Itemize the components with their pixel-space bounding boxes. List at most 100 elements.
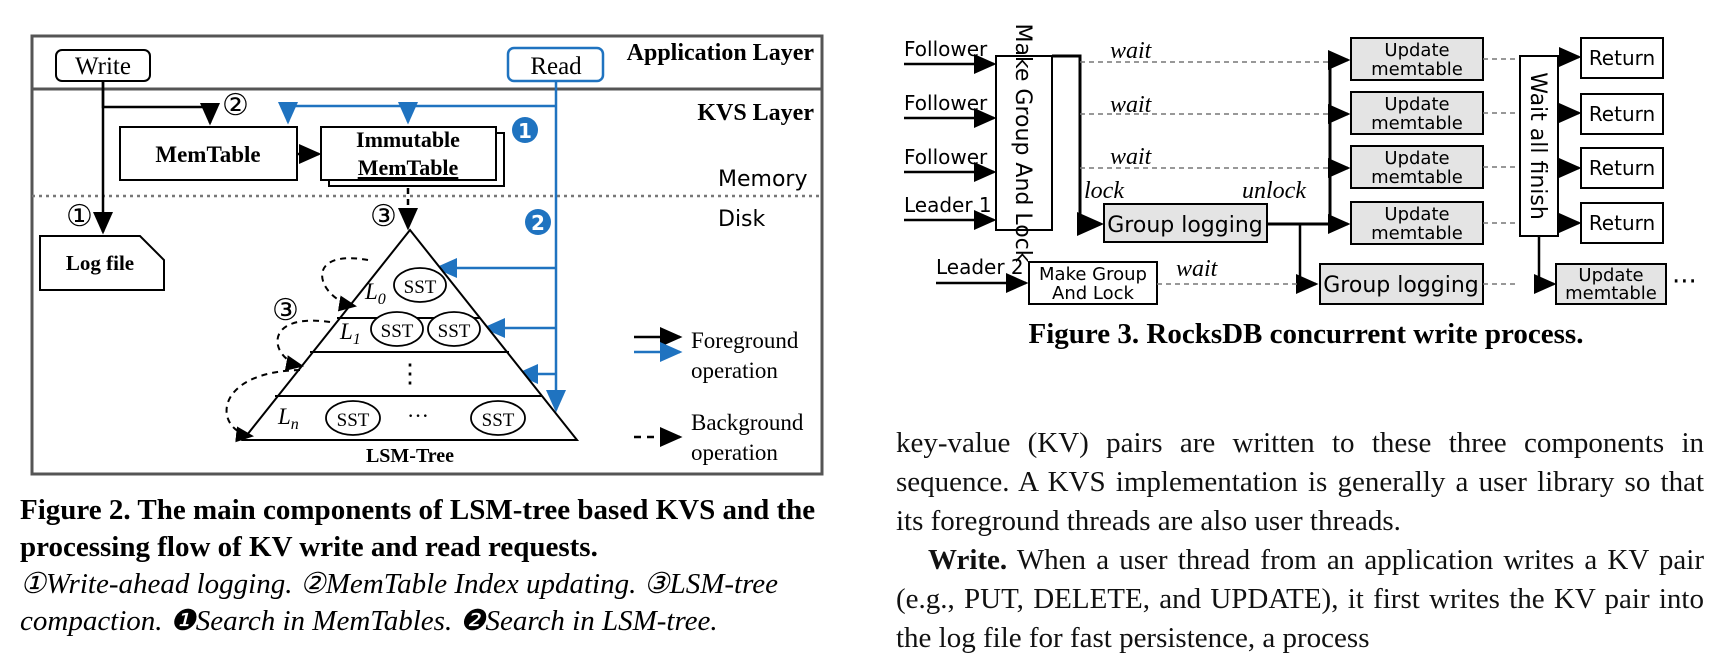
update-column: Update memtable Update memtable Update m… <box>1350 37 1484 245</box>
immutable-memtable-box <box>320 126 497 181</box>
sst-l1-b-label: SST <box>438 321 471 342</box>
figure-2-diagram: Application Layer KVS Layer Memory Disk … <box>30 34 824 476</box>
write-heading: Write. <box>928 544 1008 576</box>
wait-label-3: wait <box>1110 144 1153 170</box>
compaction-arrow-0 <box>321 257 369 312</box>
figure-2-caption-title: Figure 2. The main components of LSM-tre… <box>20 494 816 563</box>
marker-3-top: ③ <box>370 200 397 233</box>
unlock-label: unlock <box>1242 178 1306 204</box>
follower-label-1: Follower <box>904 37 988 61</box>
to-group-logging-2 <box>1296 224 1319 294</box>
figure-3-caption: Figure 3. RocksDB concurrent write proce… <box>1028 318 1584 350</box>
marker-b2 <box>525 209 551 235</box>
sst-ln-a <box>325 400 381 436</box>
legend-bg-label-2: operation <box>691 440 778 465</box>
leader1-label: Leader 1 <box>904 193 992 217</box>
kvs-layer-box <box>30 87 824 476</box>
update-box-3 <box>1350 145 1484 189</box>
write-label: Write <box>75 53 131 80</box>
marker-2-top: ② <box>222 89 249 122</box>
level-n-label: Ln <box>277 404 299 433</box>
update-box-2 <box>1350 91 1484 135</box>
continuation-ellipsis: ··· <box>1672 267 1697 297</box>
wait-to-update5-arrow <box>1534 236 1557 294</box>
sst-ln-a-label: SST <box>337 410 370 431</box>
body-text: key-value (KV) pairs are written to thes… <box>896 424 1704 658</box>
disk-label: Disk <box>718 207 766 232</box>
application-layer-label: Application Layer <box>627 40 815 66</box>
group-logging-box-1 <box>1103 203 1268 243</box>
update-box-4 <box>1350 201 1484 245</box>
sst-l1-a-label: SST <box>381 321 414 342</box>
group-logging-label-2: Group logging <box>1323 273 1479 298</box>
body-paragraph-1: key-value (KV) pairs are written to thes… <box>896 427 1704 537</box>
sst-l0-label: SST <box>404 277 437 298</box>
sst-l1-b <box>427 311 481 347</box>
update-box-5-l2: memtable <box>1565 283 1657 304</box>
leader1-bus <box>1052 54 1104 236</box>
update-box-1 <box>1350 37 1484 81</box>
follower-label-2: Follower <box>904 91 988 115</box>
level-1-label: L1 <box>339 319 361 348</box>
read-to-memtables <box>278 102 556 125</box>
make-group-lock-text: Make Group And Lock <box>1010 23 1035 262</box>
update-box-4-l2: memtable <box>1371 223 1463 244</box>
marker-b1 <box>512 117 538 143</box>
return-box-1 <box>1580 37 1664 79</box>
update-box-1-l2: memtable <box>1371 59 1463 80</box>
sst-ln-b <box>470 400 526 436</box>
return-label-1: Return <box>1589 46 1655 70</box>
marker-1: ① <box>66 200 93 233</box>
immutable-label-2: MemTable <box>358 155 459 180</box>
legend-fg-label-1: Foreground <box>691 328 799 353</box>
log-file-label: Log file <box>66 251 134 275</box>
wait-all-finish-text: Wait all finish <box>1525 72 1550 220</box>
level-0-label: L0 <box>364 279 386 308</box>
update-box-3-l2: memtable <box>1371 167 1463 188</box>
figure-3-diagram: Follower Follower Follower Leader 1 Lead… <box>904 23 1697 305</box>
figure-2-caption: Figure 2. The main components of LSM-tre… <box>20 492 840 640</box>
wait-label-2: wait <box>1110 92 1153 118</box>
marker-b2-label: 2 <box>531 211 545 235</box>
kvs-layer-label: KVS Layer <box>697 100 814 126</box>
sst-ln-dots: ··· <box>407 403 429 428</box>
make-group-lock-box-2 <box>1028 261 1158 305</box>
marker-3-left: ③ <box>272 294 299 327</box>
legend-fg-label-2: operation <box>691 358 778 383</box>
return-box-3 <box>1580 147 1664 189</box>
update-box-3-l1: Update <box>1384 148 1449 169</box>
wait-label-1: wait <box>1110 38 1153 64</box>
return-label-3: Return <box>1589 156 1655 180</box>
figure-2-caption-detail: ①Write-ahead logging. ②MemTable Index up… <box>20 568 779 637</box>
sst-l0 <box>393 267 447 303</box>
read-label: Read <box>530 53 582 80</box>
follower-label-3: Follower <box>904 145 988 169</box>
update-box-5 <box>1555 263 1667 305</box>
sst-l1-a <box>370 311 424 347</box>
update-box-4-l1: Update <box>1384 204 1449 225</box>
return-box-4 <box>1580 202 1664 244</box>
make-group-lock-box <box>995 55 1053 231</box>
level-vdots: ⋮ <box>397 359 423 388</box>
update-box-2-l2: memtable <box>1371 113 1463 134</box>
memory-label: Memory <box>718 167 807 192</box>
return-label-4: Return <box>1589 211 1655 235</box>
wait-finish-to-update5 <box>1516 236 1539 284</box>
legend-bg-label-1: Background <box>691 410 804 435</box>
return-label-2: Return <box>1589 102 1655 126</box>
update-box-1-l1: Update <box>1384 40 1449 61</box>
compaction-arrow-1 <box>276 319 331 371</box>
return-box-2 <box>1580 93 1664 135</box>
lsm-tree-label: LSM-Tree <box>366 445 454 467</box>
leader2-wait-label: wait <box>1176 256 1219 282</box>
update-box-5-l1: Update <box>1578 265 1643 286</box>
marker-b1-label: 1 <box>518 119 532 143</box>
write-to-memtable-arrow <box>101 81 220 126</box>
body-paragraph-2-text: When a user thread from an application w… <box>896 544 1704 654</box>
immutable-label-1: Immutable <box>356 127 460 152</box>
lock-label: lock <box>1084 178 1124 204</box>
make-group-lock-2-l1: Make Group <box>1039 264 1147 285</box>
sst-ln-b-label: SST <box>482 410 515 431</box>
memtable-label: MemTable <box>155 142 260 167</box>
log-file-shape <box>39 235 165 291</box>
